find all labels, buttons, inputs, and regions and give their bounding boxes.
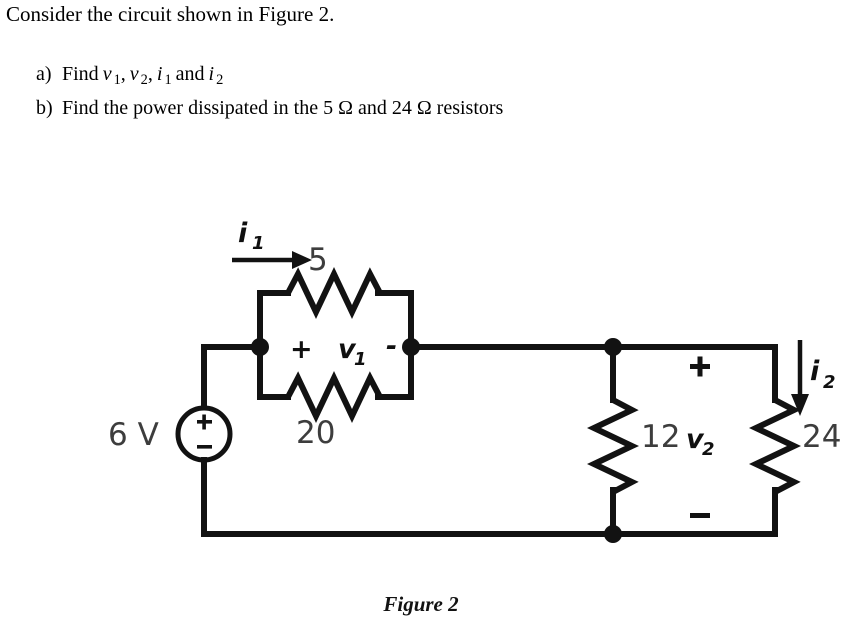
problem-item-a-v2-sub: 2 [140, 72, 148, 89]
problem-item-a-lead: Find [62, 63, 99, 85]
v1-minus-sign: - [386, 331, 397, 362]
problem-item-b: b) Find the power dissipated in the 5 Ω … [36, 94, 826, 122]
resistor-20-label: 20 [296, 415, 335, 451]
v1-label-sub: 1 [354, 349, 367, 370]
current-i1-label: i [238, 218, 248, 249]
problem-item-a-i1-sub: 1 [164, 72, 172, 89]
node-dot-top-right [604, 338, 622, 356]
current-i2-label-sub: 2 [823, 372, 836, 393]
problem-item-a-i2: i [208, 63, 215, 85]
current-i2-arrow [791, 340, 809, 416]
problem-item-a-v2: v [129, 63, 139, 85]
voltage-source-branch [175, 344, 263, 537]
current-i1-arrow [232, 251, 312, 269]
resistor-12-branch [586, 344, 640, 537]
resistor-5-label: 5 [308, 242, 328, 278]
circuit-diagram: i 1 5 20 + v 1 - [0, 150, 842, 580]
problem-item-a-marker: a) [36, 63, 52, 85]
v2-plus-sign [690, 356, 710, 377]
voltage-source-minus [197, 445, 212, 449]
problem-item-a-v1: v [102, 63, 112, 85]
resistor-24-branch [748, 344, 802, 537]
current-i1-label-sub: 1 [252, 233, 265, 254]
current-i2-label: i [810, 356, 820, 387]
problem-intro-text: Consider the circuit shown in Figure 2. [6, 2, 335, 26]
node-dot-bottom-right [604, 525, 622, 543]
resistor-20-branch [257, 344, 414, 424]
v2-minus-sign [690, 513, 710, 518]
v2-label-sub: 2 [702, 439, 715, 460]
voltage-source-label: 6 V [108, 417, 159, 453]
problem-item-b-text: Find the power dissipated in the 5 Ω and… [62, 97, 504, 120]
problem-item-b-marker: b) [36, 97, 53, 120]
circuit-svg: i 1 5 20 + v 1 - [108, 218, 841, 543]
problem-item-a-v1-sub: 1 [113, 72, 121, 89]
problem-item-a-i1: i [156, 63, 163, 85]
problem-item-a-sep1: , [120, 63, 126, 85]
v1-plus-sign: + [290, 334, 313, 365]
resistor-12-label: 12 [641, 419, 680, 455]
problem-item-a-conj: and [175, 63, 205, 85]
resistor-24-label: 24 [802, 419, 841, 455]
figure-caption: Figure 2 [383, 592, 459, 616]
resistor-5-branch [257, 266, 414, 350]
node-dot-middle [402, 338, 420, 356]
v2-label: v [686, 424, 705, 455]
problem-item-a-i2-sub: 2 [216, 72, 224, 89]
problem-item-a-sep2: , [147, 63, 153, 85]
node-dot-left [251, 338, 269, 356]
v1-label: v [338, 334, 357, 365]
voltage-source-plus [197, 414, 212, 430]
